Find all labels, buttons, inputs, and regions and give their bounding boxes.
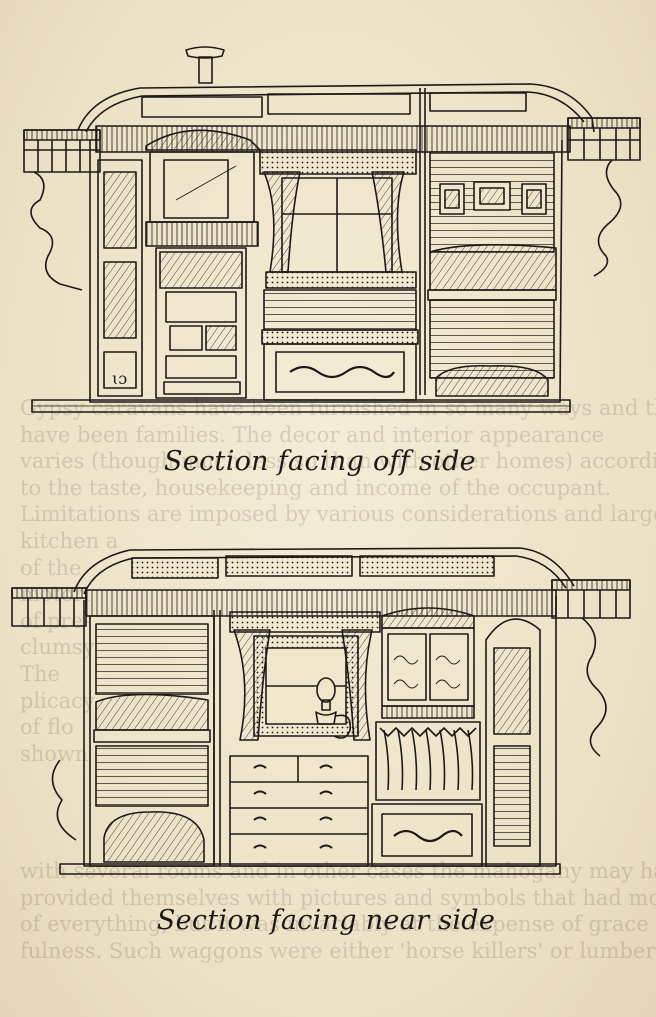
stove-icon (155, 247, 247, 399)
hanging-cups-icon (375, 721, 481, 801)
bleed-line: plicacy (20, 688, 95, 713)
bleed-line: The (20, 661, 60, 686)
section-off-side-drawing: ɩɔ (23, 46, 641, 413)
porch-rail-left-icon (11, 587, 87, 627)
bleed-line: of the (20, 555, 82, 580)
mirror-overmantel-icon (145, 129, 261, 247)
bleed-line: of everything, but it was invariably at … (20, 912, 649, 937)
bleed-line: of flo (20, 715, 74, 740)
caption-top: Section facing off side (164, 446, 476, 477)
wagon-body-outline (89, 139, 563, 403)
bleed-line: varies (though much less so than with ot… (20, 449, 656, 474)
china-cabinet-icon (381, 607, 475, 719)
chest-of-drawers-icon (229, 755, 369, 867)
chimney-icon (185, 46, 225, 84)
porch-rail-right-icon (551, 579, 631, 757)
floor-chassis (59, 863, 561, 875)
bed-cupboard-icon (89, 610, 221, 867)
bleed-line: fulness. Such waggons were either 'horse… (20, 938, 656, 963)
bleed-line: kitchen a (20, 528, 119, 553)
bed-icon (427, 244, 557, 397)
bleed-line: have been families. The decor and interi… (20, 422, 605, 447)
seat-locker-icon (261, 289, 419, 401)
bleed-line: with several rooms and in other cases th… (20, 859, 656, 883)
bleed-through-text-lower: with several rooms and in other cases th… (20, 858, 656, 964)
porch-rail-right-icon (567, 117, 641, 277)
door-icon: ɩɔ (97, 159, 143, 397)
bleed-line: Limitations are imposed by various consi… (20, 502, 656, 527)
section-near-side-drawing (11, 547, 631, 875)
porch-rail-left-icon (23, 129, 101, 291)
bleed-line: to the taste, housekeeping and income of… (20, 475, 612, 500)
bleed-line: of pre- (20, 608, 91, 633)
roof-icon (73, 547, 575, 595)
bleed-line: shown (20, 741, 89, 766)
svg-text:ɩɔ: ɩɔ (112, 369, 127, 388)
door-icon (485, 618, 541, 867)
bleed-line: clumsy (20, 635, 95, 660)
picture-frames-icon (439, 181, 547, 215)
bleed-through-text-upper: Gypsy caravans have been furnished in so… (20, 395, 656, 767)
window-curtains-icon (259, 149, 417, 289)
seat-locker-icon (371, 803, 483, 867)
bleed-line: provided themselves with pictures and sy… (20, 885, 656, 910)
caption-bottom: Section facing near side (156, 905, 496, 936)
oil-lamp-icon (315, 677, 352, 739)
window-curtains-icon (229, 611, 381, 741)
